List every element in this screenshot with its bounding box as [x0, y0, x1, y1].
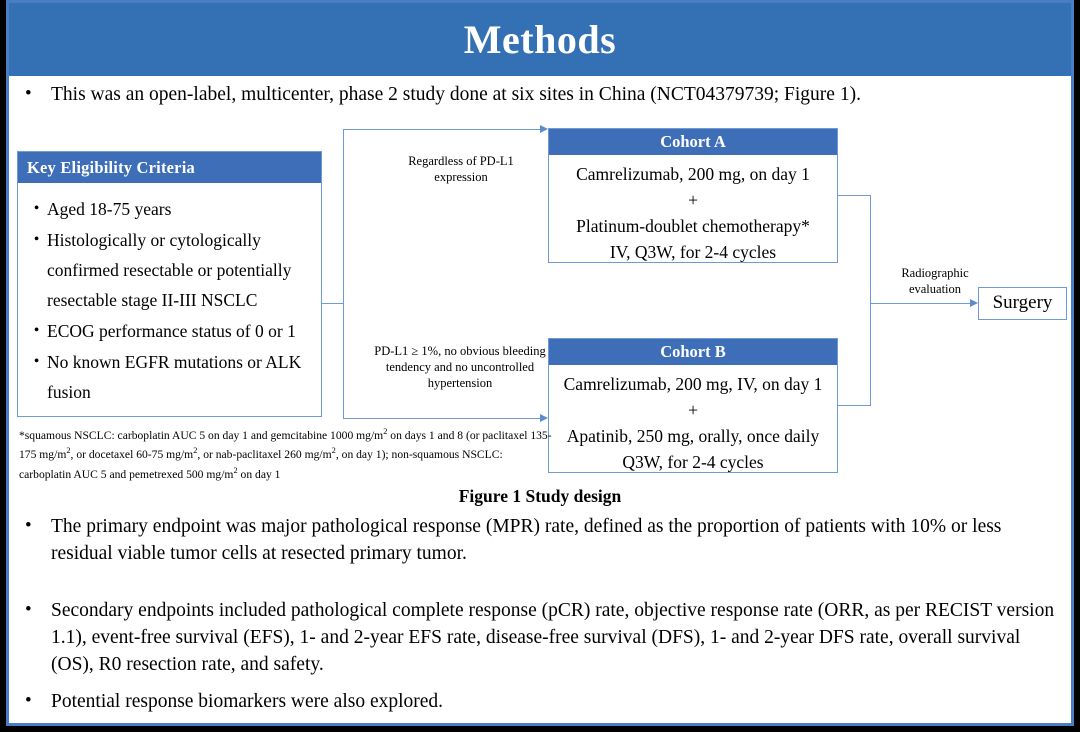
connector-vertical-split — [343, 129, 345, 419]
cohort-b-body: Camrelizumab, 200 mg, IV, on day 1 + Apa… — [549, 365, 837, 482]
arrow-label-radiographic: Radiographic evaluation — [901, 266, 969, 296]
intro-bullet-text: This was an open-label, multicenter, pha… — [51, 84, 861, 105]
footnote-part: on day 1 — [237, 467, 281, 481]
footnote-part: , on day 1); non-squamous NSCLC: carbopl… — [19, 448, 503, 481]
eligibility-item-text: Aged 18-75 years — [47, 199, 172, 219]
footnote-part: , or nab-paclitaxel 260 mg/m — [197, 448, 332, 462]
footnote-part: , or docetaxel 60-75 mg/m — [70, 448, 194, 462]
endpoint-bullet-text: The primary endpoint was major pathologi… — [51, 516, 1002, 564]
cohort-a-box: Cohort A Camrelizumab, 200 mg, on day 1 … — [548, 128, 838, 263]
eligibility-item: • ECOG performance status of 0 or 1 — [26, 316, 315, 346]
bullet-marker: • — [25, 690, 32, 711]
footnote-part: *squamous NSCLC: carboplatin AUC 5 on da… — [19, 428, 384, 442]
connector-cohort-a-exit — [838, 195, 871, 197]
connector-to-surgery — [870, 303, 970, 305]
arrowhead-cohort-a — [540, 125, 548, 133]
footnote-part: on days 1 and 8 (or paclitaxel 135-175 m… — [19, 428, 552, 462]
intro-bullet: • This was an open-label, multicenter, p… — [25, 81, 1061, 108]
eligibility-item-text: ECOG performance status of 0 or 1 — [47, 321, 296, 341]
cohort-a-line: Platinum-doublet chemotherapy* — [576, 216, 810, 236]
eligibility-box-body: • Aged 18-75 years • Histologically or c… — [18, 183, 321, 407]
cohort-a-line: IV, Q3W, for 2-4 cycles — [609, 242, 777, 262]
connector-to-cohort-b — [343, 418, 540, 420]
endpoint-bullet: • The primary endpoint was major patholo… — [25, 513, 1061, 567]
cohort-b-box: Cohort B Camrelizumab, 200 mg, IV, on da… — [548, 338, 838, 473]
figure-footnote: *squamous NSCLC: carboplatin AUC 5 on da… — [19, 424, 553, 482]
footnote-sup: 2 — [233, 465, 238, 475]
connector-merge-vertical — [870, 195, 872, 406]
cohort-b-line: + — [688, 400, 698, 420]
eligibility-box-header: Key Eligibility Criteria — [18, 152, 321, 183]
arrow-label-top: Regardless of PD-L1 expression — [408, 154, 514, 184]
bullet-marker: • — [33, 231, 40, 248]
bullet-marker: • — [25, 599, 32, 620]
bullet-marker: • — [25, 83, 32, 104]
endpoint-bullet: • Secondary endpoints included pathologi… — [25, 597, 1061, 678]
connector-to-cohort-a — [343, 129, 540, 131]
eligibility-item: • Aged 18-75 years — [26, 194, 315, 224]
endpoint-bullet: • Potential response biomarkers were als… — [25, 688, 1061, 715]
cohort-a-header: Cohort A — [549, 129, 837, 155]
footnote-sup: 2 — [331, 446, 336, 456]
connector-eligibility-stem — [322, 303, 344, 305]
eligibility-criteria-box: Key Eligibility Criteria • Aged 18-75 ye… — [17, 151, 322, 417]
bullet-marker: • — [25, 515, 32, 536]
endpoint-bullet-text: Secondary endpoints included pathologica… — [51, 600, 1055, 675]
eligibility-item: • No known EGFR mutations or ALK fusion — [26, 347, 315, 407]
figure-caption: Figure 1 Study design — [458, 486, 622, 506]
cohort-b-header: Cohort B — [549, 339, 837, 365]
eligibility-item: • Histologically or cytologically confir… — [26, 225, 315, 315]
arrow-label-bottom: PD-L1 ≥ 1%, no obvious bleeding tendency… — [374, 344, 546, 390]
footnote-sup: 2 — [66, 446, 71, 456]
cohort-b-line: Camrelizumab, 200 mg, IV, on day 1 — [563, 374, 823, 394]
surgery-box: Surgery — [978, 287, 1067, 320]
footnote-sup: 2 — [193, 446, 198, 456]
bullet-marker: • — [33, 200, 40, 217]
bullet-marker: • — [33, 322, 40, 339]
cohort-a-line: Camrelizumab, 200 mg, on day 1 — [576, 164, 810, 184]
endpoint-bullet-text: Potential response biomarkers were also … — [51, 691, 444, 712]
cohort-a-line: + — [688, 190, 698, 210]
slide-container: Methods • This was an open-label, multic… — [6, 0, 1074, 726]
footnote-sup: 2 — [383, 427, 388, 436]
eligibility-item-text: No known EGFR mutations or ALK fusion — [47, 352, 302, 402]
study-design-diagram: Regardless of PD-L1 expression PD-L1 ≥ 1… — [9, 107, 1071, 497]
connector-cohort-b-exit — [838, 405, 871, 407]
slide-title-banner: Methods — [9, 3, 1071, 76]
arrowhead-cohort-b — [540, 414, 548, 422]
eligibility-item-text: Histologically or cytologically confirme… — [47, 230, 292, 310]
surgery-label: Surgery — [992, 292, 1053, 313]
bullet-marker: • — [33, 353, 40, 370]
page-title: Methods — [463, 17, 617, 62]
cohort-a-body: Camrelizumab, 200 mg, on day 1 + Platinu… — [549, 155, 837, 272]
cohort-b-line: Apatinib, 250 mg, orally, once daily — [566, 426, 820, 446]
arrowhead-surgery — [970, 299, 978, 307]
cohort-b-line: Q3W, for 2-4 cycles — [622, 452, 764, 472]
